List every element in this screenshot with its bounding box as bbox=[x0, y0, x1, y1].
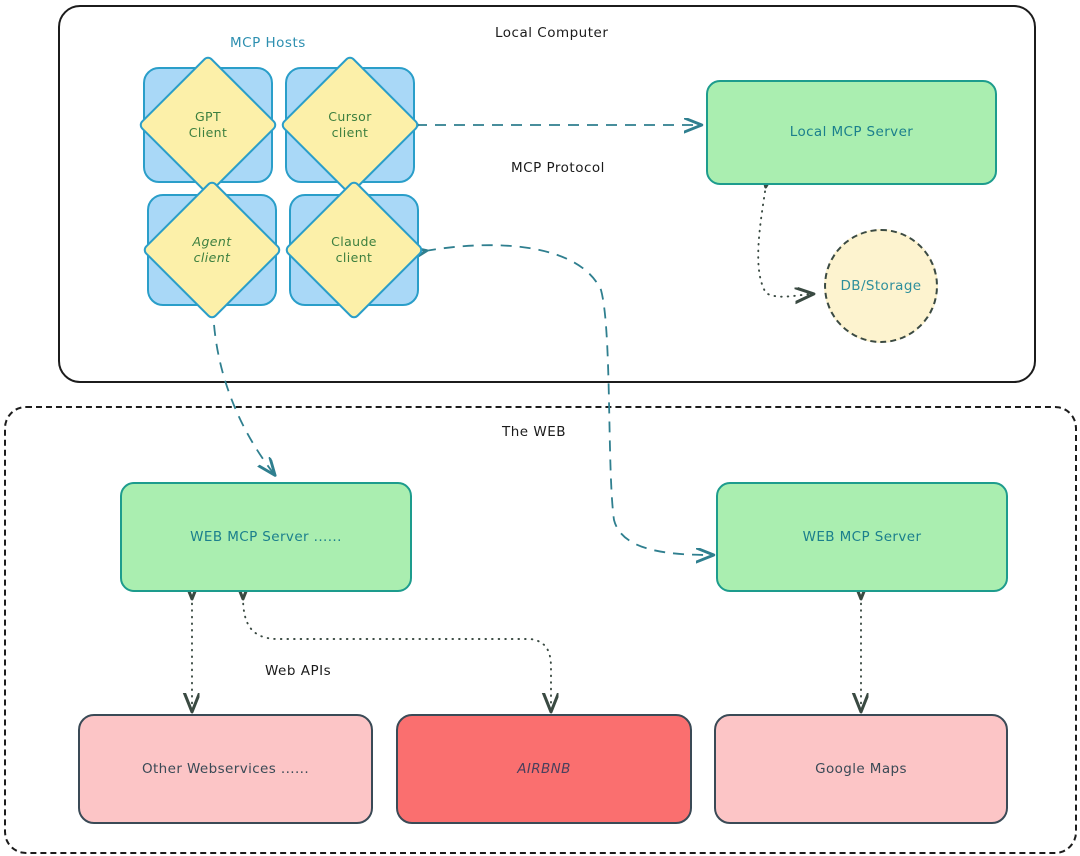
webservice-google-maps[interactable]: Google Maps bbox=[714, 714, 1008, 824]
host-label: Agent client bbox=[192, 234, 232, 265]
host-label: Cursor client bbox=[328, 109, 372, 140]
storage-db[interactable]: DB/Storage bbox=[824, 229, 938, 343]
webservice-airbnb[interactable]: AIRBNB bbox=[396, 714, 692, 824]
storage-label: DB/Storage bbox=[840, 277, 922, 294]
host-card-cursor-client[interactable]: Cursor client bbox=[279, 54, 421, 196]
webservice-label: Google Maps bbox=[815, 760, 907, 777]
server-label: Local MCP Server bbox=[789, 124, 914, 141]
host-card-agent-client[interactable]: Agent client bbox=[141, 179, 283, 321]
edge-label-mcp-protocol: MCP Protocol bbox=[511, 160, 605, 176]
zone-label-local-computer: Local Computer bbox=[495, 25, 609, 41]
zone-label-the-web: The WEB bbox=[502, 424, 567, 440]
host-card-claude-client[interactable]: Claude client bbox=[283, 179, 425, 321]
server-label: WEB MCP Server ...... bbox=[190, 528, 342, 545]
webservice-label: Other Webservices ...... bbox=[141, 760, 310, 777]
server-web-mcp-right[interactable]: WEB MCP Server bbox=[716, 482, 1008, 592]
webservice-label: AIRBNB bbox=[517, 760, 571, 777]
server-local-mcp[interactable]: Local MCP Server bbox=[706, 80, 997, 185]
host-label: Claude client bbox=[331, 234, 377, 265]
host-card-gpt-client[interactable]: GPT Client bbox=[137, 54, 279, 196]
webservice-other[interactable]: Other Webservices ...... bbox=[78, 714, 373, 824]
server-web-mcp-left[interactable]: WEB MCP Server ...... bbox=[120, 482, 412, 592]
group-label-mcp-hosts: MCP Hosts bbox=[230, 35, 306, 51]
host-label: GPT Client bbox=[188, 109, 228, 140]
server-label: WEB MCP Server bbox=[802, 528, 922, 545]
edge-label-web-apis: Web APIs bbox=[265, 663, 332, 679]
